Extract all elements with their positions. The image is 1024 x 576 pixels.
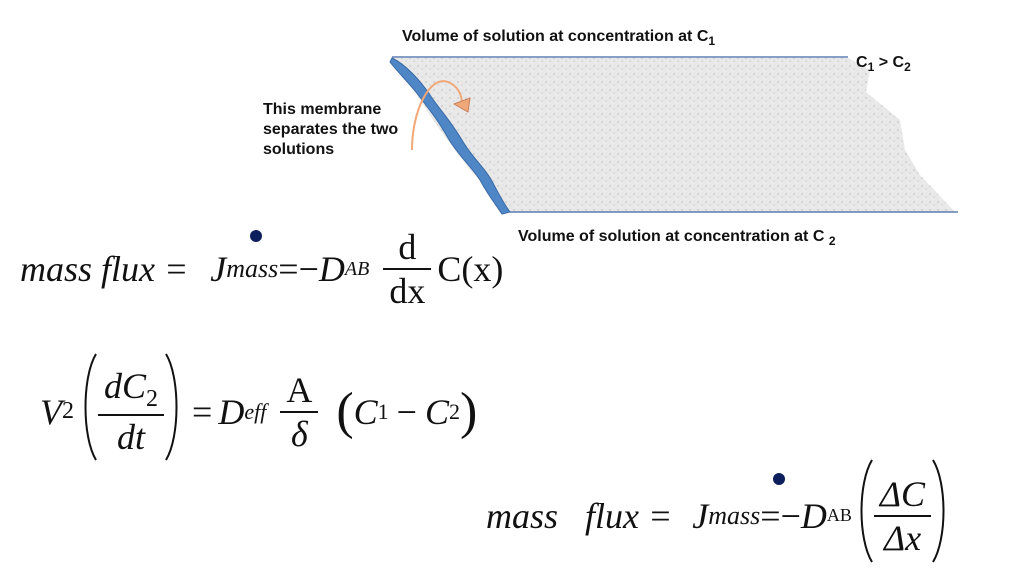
eq1-den: dx: [389, 271, 426, 311]
label-top-volume: Volume of solution at concentration at C…: [402, 28, 715, 48]
label-bottom-sub: 2: [828, 234, 836, 249]
eq1-fraction: d dx: [383, 226, 432, 312]
label-top-sub: 1: [708, 34, 716, 49]
label-bottom-text: Volume of solution at concentration at C: [518, 228, 825, 245]
eq3-left-paren: [856, 458, 874, 573]
eq2-D-sub: eff: [244, 398, 267, 424]
eq3-lhs: mass flux =: [486, 495, 673, 536]
ineq-op: >: [878, 54, 889, 71]
inequality-label: C1 > C2: [856, 54, 911, 74]
ineq-c2: C: [892, 54, 905, 71]
eq3-D: D: [800, 495, 827, 536]
membrane: [389, 57, 511, 215]
eq2-area-fraction: A δ: [280, 369, 319, 455]
eq2-D: D: [218, 391, 245, 432]
eq1-J: J: [210, 249, 227, 289]
eq1-D: D: [318, 249, 345, 289]
eq2-minus: −: [396, 391, 417, 432]
eq2-frac2-bar: [280, 410, 319, 413]
eq1-num: d: [398, 227, 417, 267]
eq1-lhs: mass flux =: [20, 249, 189, 289]
eq3-J-sub: mass: [708, 500, 761, 530]
eq2-num-sub: 2: [146, 386, 159, 413]
membrane-note: This membrane separates the two solution…: [263, 100, 398, 160]
eq2-right-paren: [164, 352, 182, 471]
dot-eq1: [250, 230, 262, 242]
eq2-derivative: dC2 dt: [98, 365, 165, 457]
membrane-note-line3: solutions: [263, 141, 335, 158]
eq1-function: C(x): [437, 249, 504, 289]
eq2-C1-sub: 1: [377, 398, 389, 424]
eq2-left-paren: [80, 352, 98, 471]
eq2-equals: =: [192, 391, 213, 432]
eq2-frac-den: δ: [290, 413, 308, 454]
eq2-V: V: [40, 391, 62, 432]
eq1-frac-bar: [383, 268, 432, 270]
eq1-J-sub: mass: [226, 254, 279, 283]
eq1-eq-minus: =−: [278, 249, 319, 289]
eq3-fraction: ΔC Δx: [873, 473, 932, 559]
dot-eq3: [773, 473, 785, 485]
eq2-C1: C: [353, 391, 378, 432]
eq2-C2: C: [424, 391, 449, 432]
membrane-pointer-arrow: [411, 80, 463, 151]
eq2-C2-sub: 2: [449, 398, 460, 424]
solution-region: [392, 58, 955, 212]
arrow-head: [452, 97, 471, 113]
eq2-V-sub: 2: [62, 398, 74, 424]
eq2-paren-open: (: [336, 383, 354, 440]
eq2-den: dt: [117, 416, 146, 457]
eq3-D-sub: AB: [826, 505, 852, 525]
eq3-den: Δx: [883, 517, 922, 558]
eq2-num-C: C: [122, 366, 147, 407]
ineq-c1-sub: 1: [867, 60, 875, 75]
eq1-D-sub: AB: [344, 257, 370, 280]
eq3-num: ΔC: [879, 473, 926, 514]
membrane-note-line1: This membrane: [263, 101, 382, 118]
eq3-right-paren: [931, 458, 949, 573]
eq2-paren-close: ): [460, 383, 478, 440]
eq2-frac-num: A: [286, 369, 313, 410]
eq3-J: J: [692, 495, 709, 536]
ineq-c2-sub: 2: [904, 60, 911, 75]
eq2-num: dC2: [98, 365, 164, 413]
eq2-frac-bar: [98, 413, 165, 416]
label-top-text: Volume of solution at concentration at C: [402, 28, 709, 45]
label-bottom-volume: Volume of solution at concentration at C…: [518, 228, 836, 248]
eq3-frac-bar: [873, 514, 932, 517]
eq3-eq-minus: =−: [760, 495, 801, 536]
membrane-note-line2: separates the two: [263, 121, 399, 138]
ineq-c1: C: [856, 54, 868, 71]
eq2-num-d: d: [104, 366, 122, 407]
